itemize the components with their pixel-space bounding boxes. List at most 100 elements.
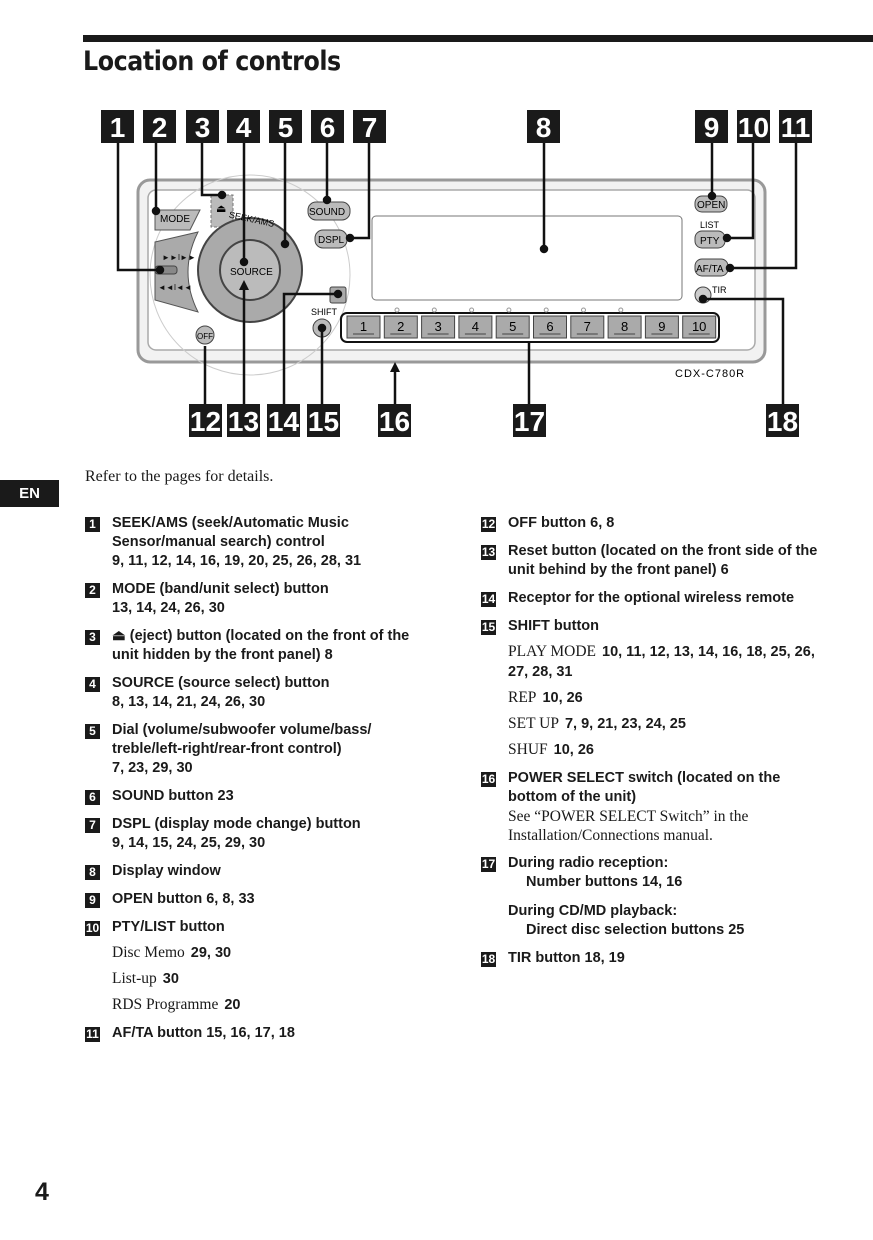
number-button-10[interactable]: 10	[682, 315, 717, 339]
svg-text:7: 7	[584, 319, 591, 334]
item-number-badge: 10	[85, 921, 100, 936]
leader-line	[116, 143, 160, 272]
leader-line	[727, 143, 755, 240]
mode-button[interactable]	[154, 209, 201, 231]
item-number-badge: 4	[85, 677, 100, 692]
callout-badge: 6	[311, 110, 344, 143]
sub-item-label: SET UP	[508, 715, 559, 732]
item-number-badge: 13	[481, 545, 496, 560]
svg-text:3: 3	[195, 112, 211, 143]
svg-text:7: 7	[362, 112, 378, 143]
sub-item-pages: 10, 26	[542, 690, 583, 706]
item-pages: 9, 11, 12, 14, 16, 19, 20, 25, 26, 28, 3…	[112, 553, 362, 569]
item-pages: 8, 13, 14, 21, 24, 26, 30	[112, 694, 266, 710]
svg-text:4: 4	[236, 112, 252, 143]
off-button[interactable]	[195, 325, 215, 345]
item-title: SHIFT button	[508, 618, 600, 634]
callout-badge: 1	[101, 110, 134, 143]
svg-text:9: 9	[704, 112, 720, 143]
item-title-2: During CD/MD playback:	[508, 903, 678, 919]
item-note: See “POWER SELECT Switch” in the Install…	[508, 808, 749, 844]
item-title: TIR button 18, 19	[508, 950, 625, 966]
sub-item-label: Disc Memo	[112, 944, 185, 961]
item-pages: 9, 14, 15, 24, 25, 29, 30	[112, 835, 266, 851]
item-title: Reset button (located on the front side …	[508, 543, 818, 578]
page-title: Location of controls	[83, 46, 341, 77]
item-number-badge: 3	[85, 630, 100, 645]
item-number-badge: 15	[481, 620, 496, 635]
page-number: 4	[35, 1178, 49, 1206]
svg-text:LIST: LIST	[700, 220, 720, 230]
item-number-badge: 6	[85, 790, 100, 805]
item-title: POWER SELECT switch (located on the bott…	[508, 770, 781, 805]
number-button-3[interactable]: 3	[421, 315, 456, 339]
callout-badge: 9	[695, 110, 728, 143]
item-number-badge: 16	[481, 772, 496, 787]
item-number-badge: 14	[481, 592, 496, 607]
sub-item-label: REP	[508, 689, 537, 706]
callout-badge: 7	[353, 110, 386, 143]
svg-text:2: 2	[397, 319, 404, 334]
callout-badge: 8	[527, 110, 560, 143]
svg-text:MODE: MODE	[160, 214, 190, 225]
leader-line	[200, 143, 222, 197]
svg-text:9: 9	[658, 319, 665, 334]
svg-text:8: 8	[621, 319, 628, 334]
svg-text:5: 5	[509, 319, 516, 334]
svg-text:12: 12	[190, 406, 221, 437]
number-button-1[interactable]: 1	[346, 315, 381, 339]
item-detail: Number buttons 14, 16	[526, 874, 683, 890]
source-button[interactable]	[219, 239, 281, 301]
number-button-9[interactable]: 9	[644, 315, 679, 339]
callout-badge: 13	[227, 404, 260, 437]
svg-text:13: 13	[228, 406, 259, 437]
leader-line	[730, 143, 798, 270]
svg-text:OPEN: OPEN	[697, 200, 725, 211]
item-title: SOURCE (source select) button	[112, 675, 330, 691]
callout-badge: 10	[737, 110, 770, 143]
svg-text:5: 5	[278, 112, 294, 143]
number-button-8[interactable]: 8	[607, 315, 642, 339]
leader-line	[703, 297, 785, 404]
number-button-7[interactable]: 7	[570, 315, 605, 339]
callout-badge: 3	[186, 110, 219, 143]
callout-badge: 2	[143, 110, 176, 143]
item-pages: 13, 14, 24, 26, 30	[112, 600, 225, 616]
item-title: PTY/LIST button	[112, 919, 225, 935]
item-number-badge: 17	[481, 857, 496, 872]
svg-text:SHIFT: SHIFT	[311, 307, 338, 317]
number-button-5[interactable]: 5	[495, 315, 530, 339]
control-item: 13 Reset button (located on the front sid…	[481, 542, 831, 580]
svg-text:◄◄I◄◄: ◄◄I◄◄	[158, 283, 192, 292]
sub-item-label: RDS Programme	[112, 996, 219, 1013]
item-title: SEEK/AMS (seek/Automatic Music Sensor/ma…	[112, 515, 349, 550]
item-number-badge: 11	[85, 1027, 100, 1042]
number-button-2[interactable]: 2	[383, 315, 418, 339]
callout-badge: 5	[269, 110, 302, 143]
number-button-4[interactable]: 4	[458, 315, 493, 339]
item-number-badge: 7	[85, 818, 100, 833]
sub-item-pages: 10, 26	[553, 742, 594, 758]
item-number-badge: 12	[481, 517, 496, 532]
header-rule	[83, 35, 873, 42]
item-pages: 7, 23, 29, 30	[112, 760, 193, 776]
callout-badge: 4	[227, 110, 260, 143]
sub-item-pages: 29, 30	[190, 945, 232, 961]
svg-text:SOURCE: SOURCE	[230, 267, 273, 278]
number-button-6[interactable]: 6	[533, 315, 567, 339]
leader-line	[350, 143, 371, 240]
control-item: 3⏏ (eject) button (located on the front …	[85, 627, 425, 665]
callout-badge: 14	[267, 404, 300, 437]
